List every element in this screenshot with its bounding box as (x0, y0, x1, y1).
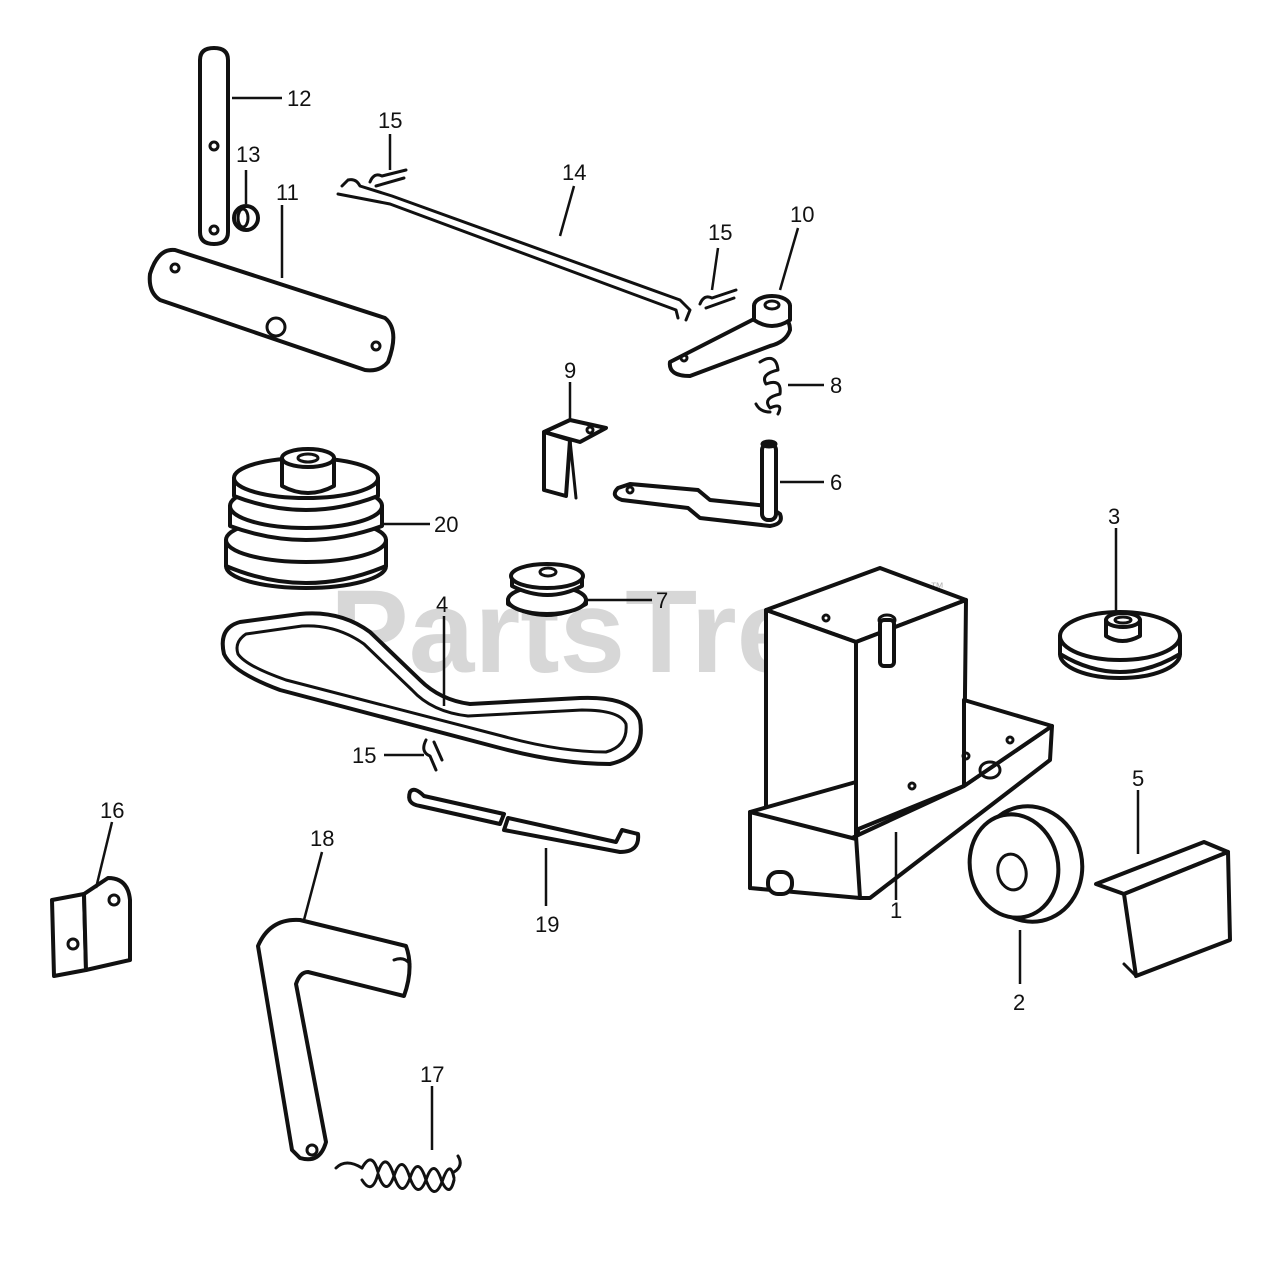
part-11-link-plate (147, 247, 396, 373)
callout-11: 11 (276, 180, 299, 205)
part-15-cotter-pin-bottom (422, 738, 444, 772)
part-16-bracket (50, 876, 132, 978)
callout-15-top: 15 (378, 108, 402, 133)
callout-13: 13 (236, 142, 260, 167)
callout-1: 1 (890, 898, 902, 923)
part-5-guard (1094, 840, 1232, 978)
callout-19: 19 (535, 912, 559, 937)
callout-12: 12 (287, 86, 311, 111)
callout-6: 6 (830, 470, 842, 495)
callout-7: 7 (656, 588, 668, 613)
callout-14: 14 (562, 160, 586, 185)
callout-18: 18 (310, 826, 334, 851)
part-15-cotter-pin-right (698, 288, 738, 310)
callout-20: 20 (434, 512, 458, 537)
part-4-v-belt (220, 611, 643, 766)
callout-17: 17 (420, 1062, 444, 1087)
callout-9: 9 (564, 358, 576, 383)
part-10-arm (667, 294, 792, 378)
part-2-pulley (967, 804, 1085, 924)
part-19-rod (407, 787, 641, 854)
part-18-lever (256, 917, 412, 1162)
callout-15-bottom: 15 (352, 743, 376, 768)
callout-3: 3 (1108, 504, 1120, 529)
callout-5: 5 (1132, 766, 1144, 791)
part-12-bar (198, 46, 230, 246)
part-8-spring (754, 356, 782, 416)
part-1-frame (748, 566, 1054, 900)
part-9-bracket (542, 418, 608, 500)
part-20-double-pulley (224, 447, 388, 590)
part-13-bushing (232, 204, 260, 232)
part-7-idler-pulley (506, 562, 588, 617)
callout-8: 8 (830, 373, 842, 398)
part-14-rod (336, 178, 692, 322)
part-15-cotter-pin-top (368, 168, 408, 188)
callout-2: 2 (1013, 990, 1025, 1015)
callout-4: 4 (436, 592, 448, 617)
callout-10: 10 (790, 202, 814, 227)
part-3-pulley (1058, 610, 1182, 680)
callout-16: 16 (100, 798, 124, 823)
callout-15-right: 15 (708, 220, 732, 245)
part-6-pin-bracket (612, 439, 783, 528)
part-17-spring (334, 1154, 462, 1193)
